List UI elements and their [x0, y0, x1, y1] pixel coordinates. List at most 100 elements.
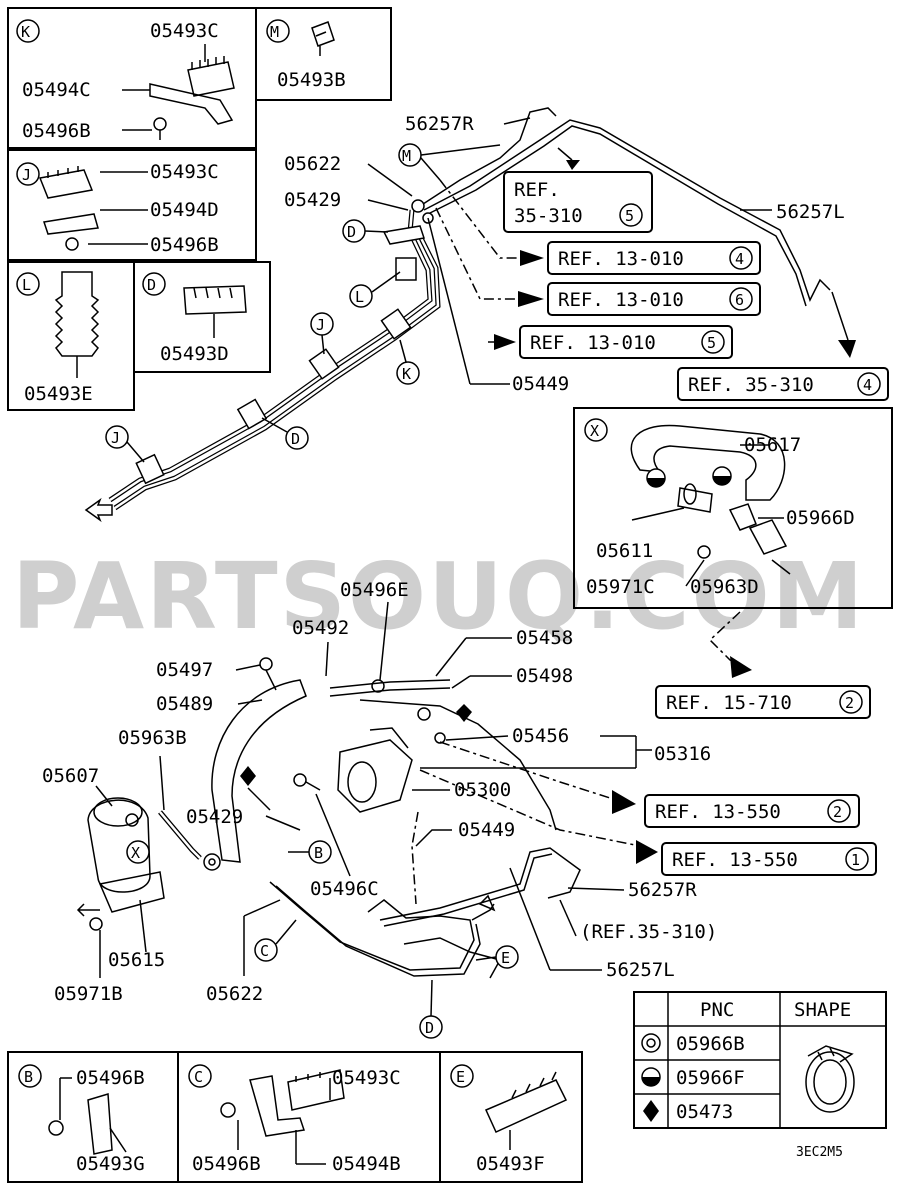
inset-e-label-1: 05493F — [476, 1153, 545, 1175]
lower-label-05300: 05300 — [454, 779, 511, 801]
ref-13-010-5-num: 5 — [707, 334, 716, 352]
inset-e: E 05493F — [439, 1051, 583, 1183]
lower-label-05963b: 05963B — [118, 727, 187, 749]
ref-13-550-2-num: 2 — [833, 803, 842, 821]
ref-15-710-num: 2 — [845, 694, 854, 712]
inset-b-label-2: 05493G — [76, 1153, 145, 1175]
lower-label-05498: 05498 — [516, 665, 573, 687]
inset-l-label-1: 05493E — [24, 383, 93, 405]
lower-label-05615: 05615 — [108, 949, 165, 971]
ref-15-710-group: REF. 15-710 2 — [655, 611, 871, 719]
upper-label-56257r: 56257R — [405, 113, 474, 135]
inset-b-letter: B — [24, 1068, 33, 1086]
inset-b: B 05496B 05493G — [7, 1051, 179, 1183]
ref-15-710: REF. 15-710 — [666, 692, 792, 714]
inset-b-label-1: 05496B — [76, 1067, 145, 1089]
ref-13-550-2: REF. 13-550 — [655, 801, 781, 823]
inset-x-letter: X — [590, 422, 599, 440]
inset-m: M 05493B — [255, 7, 392, 101]
lower-label-05316: 05316 — [654, 743, 711, 765]
upper-callout-j2: J — [111, 429, 120, 447]
inset-d-label-1: 05493D — [160, 343, 229, 365]
lower-label-05429: 05429 — [186, 806, 243, 828]
ref-35-310-5-line2: 35-310 — [514, 205, 583, 227]
inset-k-letter: K — [21, 23, 30, 41]
legend-pnc-1: 05966B — [676, 1033, 745, 1055]
legend-pnc-3: 05473 — [676, 1101, 733, 1123]
upper-callout-k: K — [402, 365, 411, 383]
lower-assembly: 05497 05496E 05492 05458 05498 05489 059… — [42, 579, 717, 1039]
inset-k: K 05493C 05494C 05496B — [7, 7, 257, 149]
inset-x-label-4: 05971C — [586, 576, 655, 598]
lower-label-05456: 05456 — [512, 725, 569, 747]
lower-label-05497: 05497 — [156, 659, 213, 681]
ref-13-010-4: REF. 13-010 — [558, 248, 684, 270]
upper-refs: REF. 35-310 5 REF. 13-010 4 REF. 13-010 … — [435, 147, 889, 401]
upper-callout-m: M — [402, 147, 411, 165]
lower-label-56257r: 56257R — [628, 879, 697, 901]
lower-label-05496c: 05496C — [310, 878, 379, 900]
lower-label-05971b: 05971B — [54, 983, 123, 1005]
ref-13-550-1-num: 1 — [851, 851, 860, 869]
diagram-code: 3EC2M5 — [796, 1145, 843, 1160]
lower-label-05492: 05492 — [292, 617, 349, 639]
upper-label-56257l: 56257L — [776, 201, 845, 223]
inset-x-label-2: 05966D — [786, 507, 855, 529]
lower-callout-d: D — [425, 1019, 434, 1037]
ref-35-310-4-num: 4 — [863, 376, 872, 394]
legend-header-pnc: PNC — [700, 999, 734, 1021]
upper-label-05622: 05622 — [284, 153, 341, 175]
legend-pnc-2: 05966F — [676, 1067, 745, 1089]
inset-c-label-3: 05494B — [332, 1153, 401, 1175]
double-circle-icon — [641, 1033, 661, 1053]
lower-label-05458: 05458 — [516, 627, 573, 649]
hose-clamp-icon — [805, 1045, 855, 1113]
inset-j-label-3: 05496B — [150, 234, 219, 256]
upper-pipe-assembly: 56257R 05622 05429 56257L 05449 M D L J … — [84, 107, 845, 523]
inset-j-letter: J — [22, 166, 31, 184]
inset-j-label-1: 05493C — [150, 161, 219, 183]
inset-d-letter: D — [147, 276, 156, 294]
inset-x-label-3: 05611 — [596, 540, 653, 562]
inset-c: C 05493C 05496B 05494B — [177, 1051, 441, 1183]
lower-label-05496e: 05496E — [340, 579, 409, 601]
legend-table: PNC SHAPE 05966B 05966F 05473 — [633, 991, 887, 1129]
inset-c-letter: C — [194, 1068, 203, 1086]
inset-l: L 05493E — [7, 261, 135, 411]
lower-callout-c: C — [260, 942, 269, 960]
inset-c-label-1: 05493C — [332, 1067, 401, 1089]
lower-refs: REF. 13-550 2 REF. 13-550 1 — [612, 790, 877, 876]
ref-13-550-1: REF. 13-550 — [672, 849, 798, 871]
upper-callout-j1: J — [316, 316, 325, 334]
lower-label-05449: 05449 — [458, 819, 515, 841]
inset-j: J 05493C 05494D 05496B — [7, 149, 257, 261]
inset-k-label-2: 05494C — [22, 79, 91, 101]
lower-callout-e: E — [501, 949, 510, 967]
ref-13-010-6-num: 6 — [735, 291, 744, 309]
inset-k-label-1: 05493C — [150, 20, 219, 42]
upper-callout-d1: D — [347, 223, 356, 241]
legend-header-shape: SHAPE — [794, 999, 851, 1021]
inset-x: X 05617 05966D 05611 05971C 05963D — [573, 407, 893, 609]
lower-label-56257l: 56257L — [606, 959, 675, 981]
inset-x-label-1: 05617 — [744, 434, 801, 456]
inset-m-label-1: 05493B — [277, 69, 346, 91]
lower-label-05489: 05489 — [156, 693, 213, 715]
upper-label-05449: 05449 — [512, 373, 569, 395]
lower-callout-x: X — [131, 844, 140, 862]
ref-35-310-5-num: 5 — [625, 207, 634, 225]
ref-13-010-4-num: 4 — [735, 250, 744, 268]
ref-13-010-6: REF. 13-010 — [558, 289, 684, 311]
lower-label-05622: 05622 — [206, 983, 263, 1005]
lower-callout-b: B — [314, 844, 323, 862]
upper-label-05429: 05429 — [284, 189, 341, 211]
inset-k-label-3: 05496B — [22, 120, 91, 142]
half-filled-circle-icon — [641, 1067, 661, 1087]
upper-callout-d2: D — [291, 430, 300, 448]
lower-label-ref-35-310: (REF.35-310) — [580, 921, 717, 943]
inset-m-letter: M — [270, 23, 279, 41]
inset-x-label-5: 05963D — [690, 576, 759, 598]
inset-d: D 05493D — [133, 261, 271, 373]
inset-l-letter: L — [22, 276, 31, 294]
inset-j-label-2: 05494D — [150, 199, 219, 221]
